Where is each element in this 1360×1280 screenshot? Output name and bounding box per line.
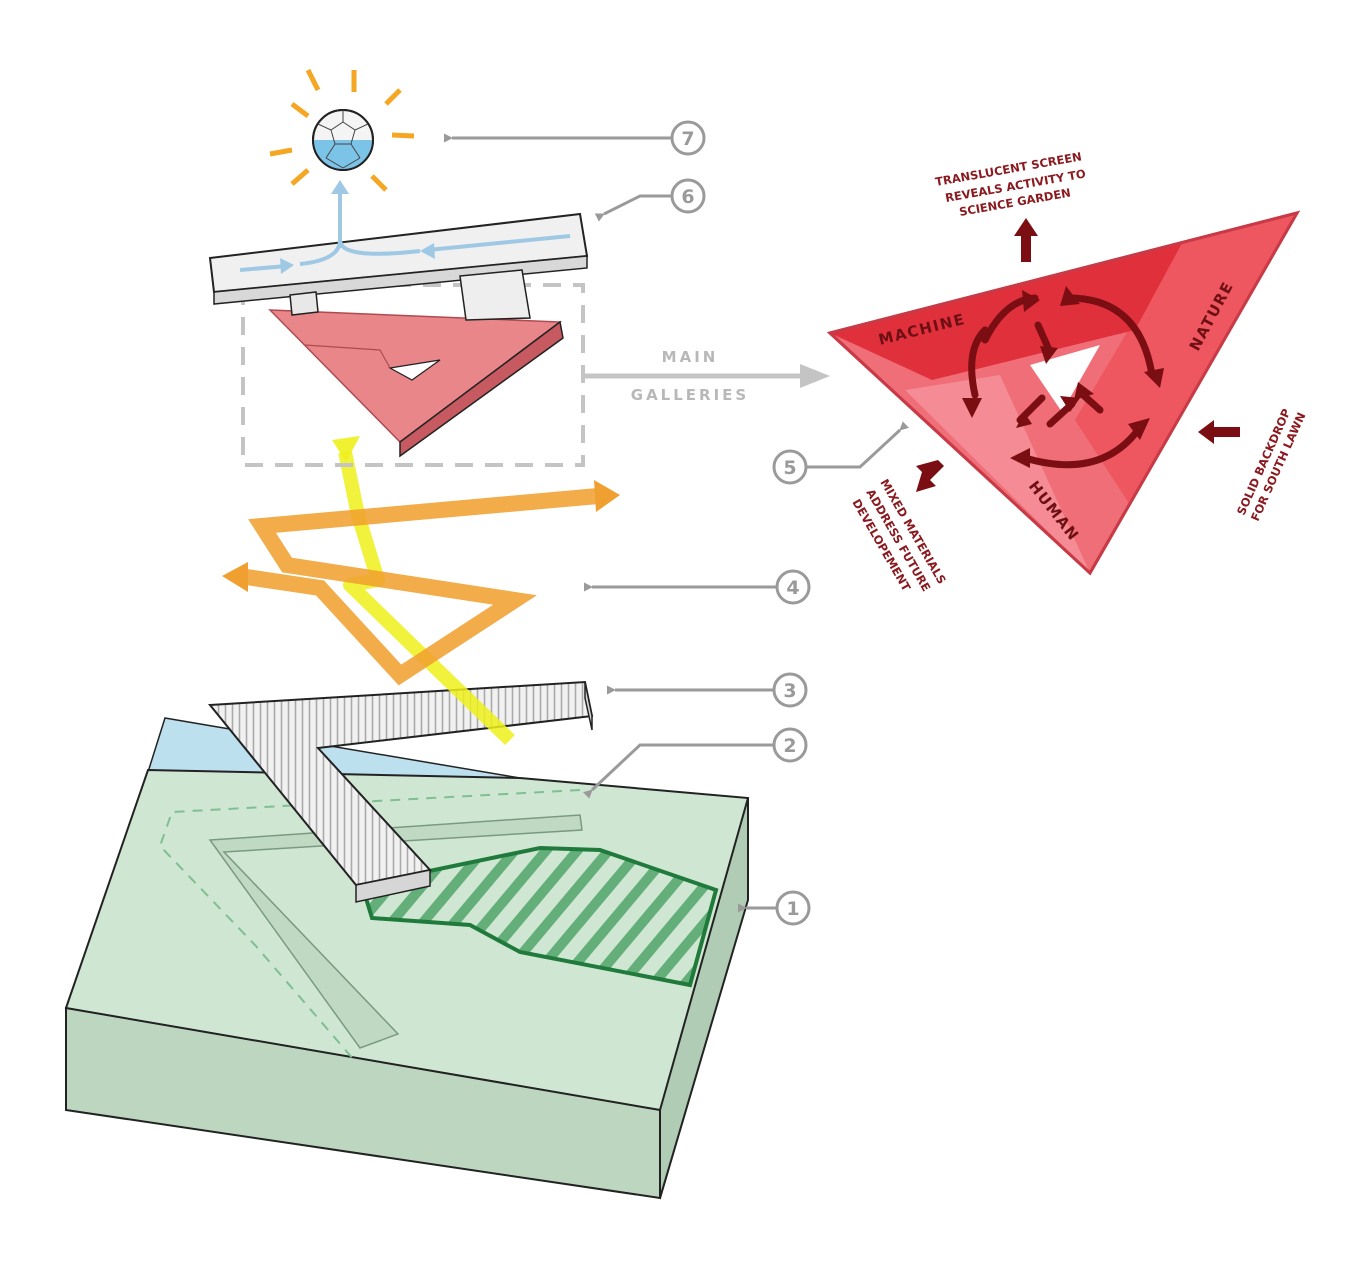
walkway-end xyxy=(584,681,593,731)
note-right: SOLID BACKDROP FOR SOUTH LAWN xyxy=(1234,407,1309,524)
callout-6-number: 6 xyxy=(681,186,694,208)
callout-4-number: 4 xyxy=(786,577,799,599)
canopy-leg-left xyxy=(289,291,319,316)
galleries-dashed-frame xyxy=(241,283,585,467)
sun-rays xyxy=(269,68,415,192)
human-zone xyxy=(905,375,1090,573)
arrow-down-left xyxy=(916,460,944,492)
main-galleries xyxy=(241,283,585,467)
callouts: 7 6 5 4 3 2 1 xyxy=(444,120,909,926)
science-garden-area xyxy=(359,845,719,988)
yellow-path-head xyxy=(332,436,360,462)
callout-1-circle xyxy=(775,890,811,926)
canopy-front xyxy=(213,255,588,305)
sun-sphere-icon xyxy=(269,68,415,192)
outward-arrows xyxy=(916,218,1240,492)
orange-path-head-right xyxy=(594,480,620,512)
arrow-up xyxy=(1014,218,1038,262)
callout-7-circle xyxy=(670,120,706,156)
nature-zone xyxy=(1075,213,1297,505)
walkway-side xyxy=(355,869,431,903)
galleries-label-line1: MAIN xyxy=(662,348,719,366)
gallery-triangle-hole xyxy=(388,359,441,381)
concept-triangle: MACHINE NATURE HUMAN xyxy=(826,149,1309,594)
callout-4-circle xyxy=(775,569,811,605)
ground-path xyxy=(208,814,583,1049)
elevated-walkway xyxy=(207,680,594,903)
galleries-label: MAIN GALLERIES xyxy=(585,348,830,404)
gallery-triangle-side xyxy=(399,320,564,458)
circulation-paths xyxy=(222,436,620,746)
galleries-label-line2: GALLERIES xyxy=(631,386,749,404)
callout-7-number: 7 xyxy=(681,128,694,150)
callout-6-circle xyxy=(670,178,706,214)
canopy-leg-right xyxy=(459,269,531,321)
site-right-face xyxy=(659,797,749,1199)
note-bottom-left: MIXED MATERIALS ADDRESS FUTURE DEVELOPEM… xyxy=(849,477,949,594)
callout-5-circle xyxy=(772,449,808,485)
galleries-arrow-head xyxy=(800,364,830,388)
cycle-arrow-heads xyxy=(962,286,1164,468)
callout-5-number: 5 xyxy=(783,457,796,479)
callout-3-number: 3 xyxy=(783,680,796,702)
roof-canopy xyxy=(208,180,589,321)
callout-2-number: 2 xyxy=(783,735,796,757)
note-top: TRANSLUCENT SCREEN REVEALS ACTIVITY TO S… xyxy=(934,149,1087,219)
orange-path xyxy=(238,488,599,686)
site-base xyxy=(64,717,750,1200)
callout-2-circle xyxy=(772,727,808,763)
arrow-left xyxy=(1198,420,1240,444)
callout-3-circle xyxy=(772,672,808,708)
orange-path-head-left xyxy=(222,562,248,592)
callout-1-number: 1 xyxy=(786,898,799,920)
